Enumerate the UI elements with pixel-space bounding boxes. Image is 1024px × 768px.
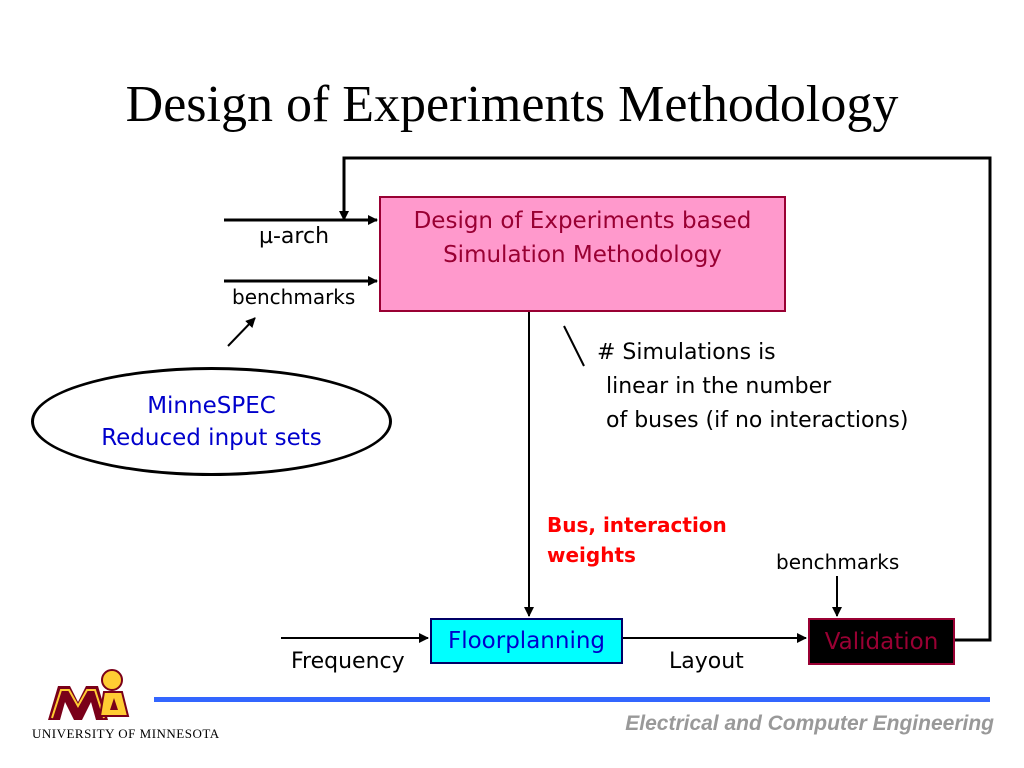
minnespec-arrow [227,317,256,347]
validation-label: Validation [824,628,939,655]
validation-box: Validation [808,618,955,665]
march-label: µ-arch [259,224,330,249]
layout-label: Layout [669,649,744,674]
floorplanning-label: Floorplanning [447,628,606,654]
ellipse-line1: MinneSPEC [147,392,276,419]
note-line1: # Simulations is [597,340,776,365]
minnespec-ellipse: MinneSPEC Reduced input sets [31,367,392,476]
note-pointer-line [563,325,585,367]
weights-line1: Bus, interaction [547,513,727,537]
doe-box-line1: Design of Experiments based [413,208,752,234]
floorplanning-box: Floorplanning [430,618,623,664]
feedback-loop-line [339,156,992,642]
note-line3: of buses (if no interactions) [606,408,909,433]
note-line2: linear in the number [606,374,832,399]
weights-label: Bus, interaction weights [547,510,727,570]
validation-benchmarks-label: benchmarks [776,550,900,574]
slide-title: Design of Experiments Methodology [125,76,899,133]
benchmarks-input-label: benchmarks [232,285,356,309]
footer-rule [154,697,990,702]
university-wordmark: UNIVERSITY OF MINNESOTA [32,726,220,741]
university-logo-icon [48,669,130,720]
ellipse-line2: Reduced input sets [101,424,322,451]
frequency-label: Frequency [291,649,405,674]
weights-line2: weights [547,543,636,567]
doe-methodology-box: Design of Experiments based Simulation M… [379,196,786,312]
doe-box-line2: Simulation Methodology [443,242,722,268]
department-name: Electrical and Computer Engineering [625,712,994,735]
